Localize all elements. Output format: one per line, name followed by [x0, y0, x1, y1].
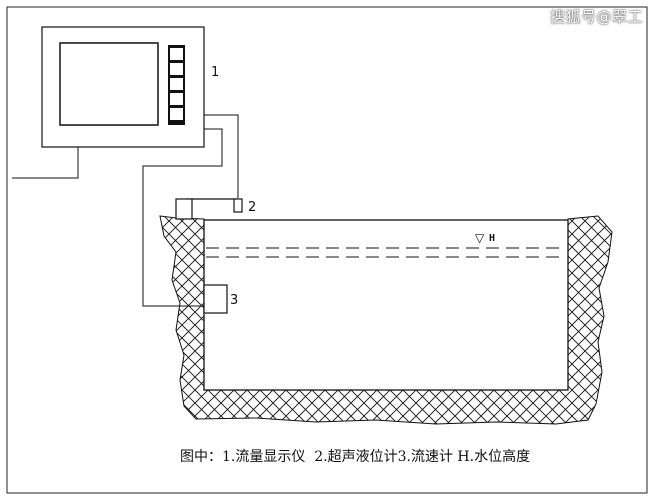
- tank-interior: [203, 219, 569, 391]
- display-button: [170, 93, 183, 105]
- display-button: [170, 78, 183, 90]
- display-button: [170, 63, 183, 75]
- sensor-mount-block: [175, 198, 193, 220]
- display-button: [170, 48, 183, 60]
- flow-velocity-sensor: [203, 284, 228, 314]
- display-button: [170, 108, 183, 120]
- label-flow-meter: 3: [230, 293, 238, 308]
- water-level-symbol: ▽: [475, 231, 485, 245]
- water-level-label: H: [489, 233, 495, 244]
- watermark: 搜狐号@翠工: [549, 8, 643, 26]
- output-cable: [12, 147, 79, 179]
- label-display: 1: [211, 65, 219, 80]
- level-meter-cable: [204, 114, 239, 198]
- label-level-meter: 2: [248, 200, 256, 215]
- display-screen: [59, 42, 159, 126]
- flow-meter-cable: [142, 128, 223, 307]
- figure-caption: 图中：1.流量显示仪 2.超声液位计3.流速计 H.水位高度: [180, 448, 530, 465]
- ultrasonic-level-sensor: [233, 198, 243, 213]
- diagram-border: [6, 6, 648, 494]
- ground-hatch: [159, 215, 613, 425]
